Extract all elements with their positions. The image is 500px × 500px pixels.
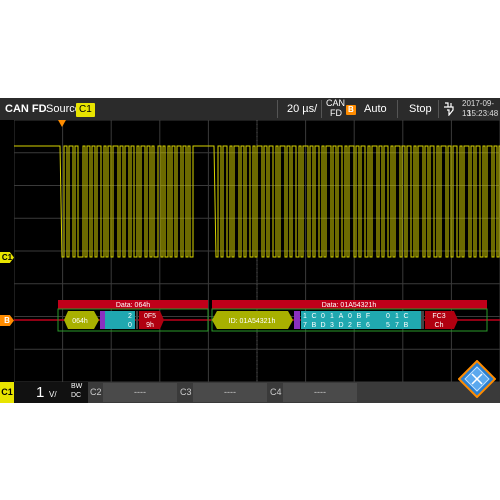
frame-1-id-field[interactable]	[64, 311, 99, 329]
oscilloscope-display: CAN FD Source C1 20 µs/ CAN FD B Auto St…	[0, 98, 500, 403]
frame-2-byte-bottom: 3	[330, 322, 334, 329]
frame-2-byte-top: B	[357, 313, 362, 320]
frame-2-id-field[interactable]	[212, 311, 293, 329]
frame-2-byte-bottom: 6	[366, 322, 370, 329]
trigger-type-line2[interactable]: FD	[330, 108, 342, 118]
frame-1-data-bottom: 0	[128, 322, 132, 329]
trigger-source-badge[interactable]: B	[346, 105, 356, 115]
frame-2-byte-top: 1	[330, 313, 334, 320]
time-readout: 15:23:48	[467, 109, 499, 118]
frame-2-data-field[interactable]	[301, 311, 421, 329]
ch1-trace	[14, 145, 500, 258]
top-toolbar: CAN FD Source C1 20 µs/ CAN FD B Auto St…	[0, 98, 500, 120]
ch3-label[interactable]: C3	[180, 387, 192, 397]
frame-2-byte-bottom: 7	[303, 322, 307, 329]
frame-2-byte-top: 0	[386, 313, 390, 320]
ch1-tab[interactable]: C1	[0, 382, 14, 403]
frame-2-id-text: ID: 01A54321h	[229, 318, 276, 325]
frame-1-data-field[interactable]	[105, 311, 135, 329]
ch1-bw: BW	[71, 383, 83, 390]
frame-2-crc-bottom: Ch	[435, 322, 444, 329]
frame-2-byte-top: 0	[321, 313, 325, 320]
bus-b-marker[interactable]: B	[0, 315, 14, 326]
ch4-label[interactable]: C4	[270, 387, 282, 397]
ch1-settings[interactable]: 1 V/ BW DC	[14, 382, 88, 403]
date-readout: 2017-09-13	[462, 99, 495, 118]
frame-2-control-field	[294, 311, 300, 329]
ch4-settings[interactable]: ----	[283, 383, 357, 402]
ch1-unit: V/	[49, 390, 57, 399]
frame-2-byte-bottom: 7	[395, 322, 399, 329]
frame-2-byte-top: C	[403, 313, 408, 320]
frame-2-byte-top: F	[366, 313, 370, 320]
frame-2-byte-bottom: D	[320, 322, 325, 329]
navigation-icon	[457, 359, 497, 399]
frame-2-crc-top: FC3	[432, 313, 445, 320]
frame-2-byte-top: C	[311, 313, 316, 320]
ch1-offset-marker[interactable]: C1	[0, 252, 14, 263]
frame-1-control-field	[100, 311, 105, 329]
frame-1-data-top: 2	[128, 313, 132, 320]
timebase-value[interactable]: 20 µs/	[287, 103, 318, 115]
frame-2-byte-top: A	[339, 313, 344, 320]
trigger-position-marker[interactable]	[58, 120, 66, 127]
frame-2-byte-bottom: D	[338, 322, 343, 329]
trigger-mode[interactable]: Auto	[364, 103, 387, 115]
frame-1-crc-bottom: 9h	[146, 322, 154, 329]
ch2-label[interactable]: C2	[90, 387, 102, 397]
trigger-type-line1[interactable]: CAN	[326, 98, 346, 108]
frame-1-header-text: Data: 064h	[116, 302, 150, 309]
frame-1-outline	[57, 308, 209, 332]
frame-2-byte-bottom: B	[312, 322, 317, 329]
frame-2-byte-bottom: E	[357, 322, 362, 329]
ch2-settings[interactable]: ----	[103, 383, 177, 402]
protocol-label[interactable]: CAN FD	[5, 103, 47, 115]
frame-1-crc-top: 0F5	[144, 313, 156, 320]
ch3-settings[interactable]: ----	[193, 383, 267, 402]
source-label: Source	[46, 103, 81, 115]
frame-2-header[interactable]	[212, 300, 487, 309]
frame-1-id-text: 064h	[72, 318, 88, 325]
run-stop-button[interactable]: Stop	[409, 103, 432, 115]
frame-2-byte-bottom: B	[404, 322, 409, 329]
frame-2-crc-field[interactable]	[425, 311, 458, 329]
frame-2-header-text: Data: 01A54321h	[322, 302, 377, 309]
frame-2-byte-bottom: 5	[386, 322, 390, 329]
frame-2-byte-bottom: 2	[348, 322, 352, 329]
source-channel-badge[interactable]: C1	[76, 98, 95, 120]
frame-1-crc-field[interactable]	[139, 311, 164, 329]
ch1-scale: 1	[36, 384, 45, 401]
frame-1-header[interactable]	[58, 300, 208, 309]
frame-1-stuff-bit	[136, 311, 138, 329]
frame-2-byte-top: 1	[395, 313, 399, 320]
navigation-diamond-button[interactable]	[457, 359, 497, 399]
channel-bar: C1 1 V/ BW DC C2 ---- C3 ---- C4 ----	[0, 382, 500, 403]
ch1-trace-path	[14, 145, 500, 258]
frame-2-byte-top: 1	[303, 313, 307, 320]
usb-plug-icon	[443, 102, 455, 119]
ch1-coupling: DC	[71, 392, 82, 399]
frame-2-byte-top: 0	[348, 313, 352, 320]
frame-2-stuff-bit	[421, 311, 424, 329]
